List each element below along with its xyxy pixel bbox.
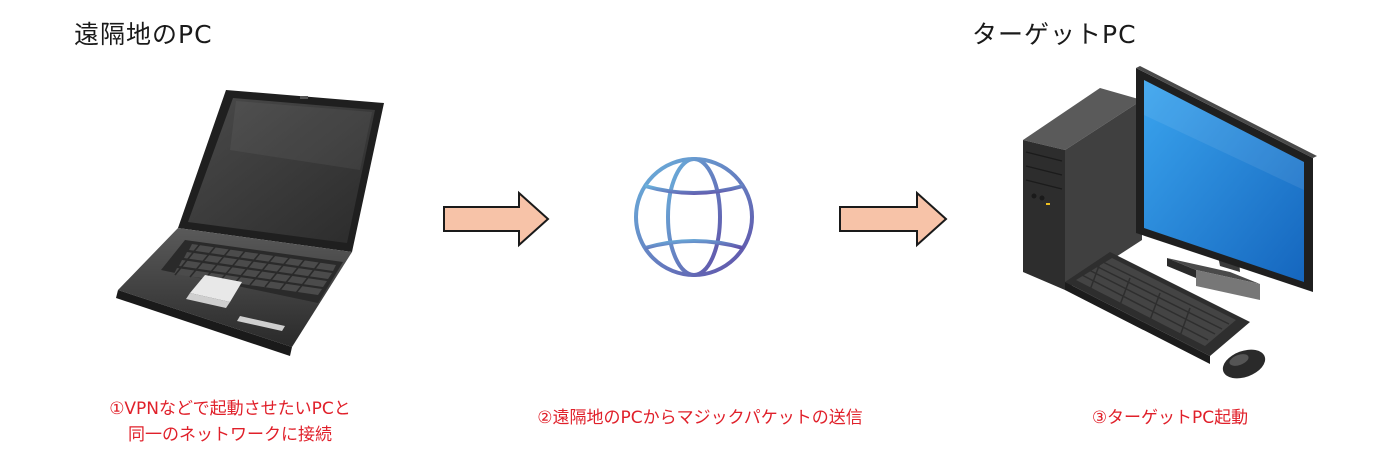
arrow-right-icon xyxy=(839,190,948,248)
step-1-line-1: ①VPNなどで起動させたいPCと xyxy=(109,399,351,419)
arrow-right-icon xyxy=(443,190,550,248)
step-2-caption: ②遠隔地のPCからマジックパケットの送信 xyxy=(470,405,930,431)
step-2-line-1: ②遠隔地のPCからマジックパケットの送信 xyxy=(537,408,863,428)
step-1-caption: ①VPNなどで起動させたいPCと 同一のネットワークに接続 xyxy=(60,396,400,448)
remote-pc-label: 遠隔地のPC xyxy=(74,20,213,49)
desktop-pc-icon xyxy=(1023,66,1317,379)
laptop-icon xyxy=(116,90,384,356)
globe-icon xyxy=(634,157,754,277)
step-3-line-1: ③ターゲットPC起動 xyxy=(1091,408,1249,428)
step-3-caption: ③ターゲットPC起動 xyxy=(1030,405,1310,431)
step-1-line-2: 同一のネットワークに接続 xyxy=(128,425,332,445)
target-pc-label: ターゲットPC xyxy=(972,20,1137,49)
